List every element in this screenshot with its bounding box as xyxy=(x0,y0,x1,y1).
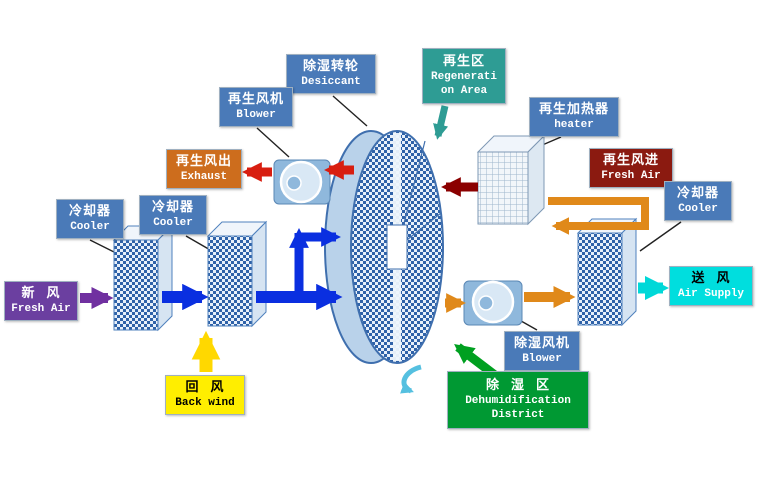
wheel-hub xyxy=(386,224,408,270)
label-regen-fresh-air-zh: 再生风进 xyxy=(602,153,659,168)
cooler-mid-unit xyxy=(206,220,268,328)
label-desiccant-wheel-en: Desiccant xyxy=(301,76,361,88)
label-back-wind: 回 风 Back wind xyxy=(165,375,245,415)
regen-blower-unit xyxy=(273,159,331,205)
cooler-mid-front xyxy=(207,235,253,327)
label-regen-heater-zh: 再生加热器 xyxy=(538,102,609,117)
label-regen-fresh-air-en: Fresh Air xyxy=(601,170,661,182)
arrow-regen-air-to-heater xyxy=(548,197,649,235)
label-cooler-left-zh: 冷却器 xyxy=(68,204,111,219)
label-regen-fresh-air: 再生风进 Fresh Air xyxy=(589,148,673,188)
wheel-rotation-arrow xyxy=(400,364,422,394)
label-regeneration-area: 再生区 Regenerati on Area xyxy=(422,48,506,104)
cooler-left-unit xyxy=(112,224,174,332)
label-cooler-right: 冷却器 Cooler xyxy=(664,181,732,221)
regen-blower-hub xyxy=(286,175,302,191)
label-cooler-right-en: Cooler xyxy=(678,203,718,215)
leader-cooler-right xyxy=(639,221,682,252)
label-air-supply: 送 风 Air Supply xyxy=(669,266,753,306)
label-regeneration-area-en1: Regenerati xyxy=(430,71,497,83)
label-regen-heater-en: heater xyxy=(554,119,594,131)
label-cooler-mid-en: Cooler xyxy=(153,217,193,229)
label-fresh-air-en: Fresh Air xyxy=(11,303,71,315)
flow-arrows xyxy=(80,105,670,383)
label-regen-blower: 再生风机 Blower xyxy=(219,87,293,127)
label-desiccant-wheel: 除湿转轮 Desiccant xyxy=(286,54,376,94)
label-fresh-air: 新 风 Fresh Air xyxy=(4,281,78,321)
arrow-regen-area-pointer xyxy=(433,105,449,140)
leader-desiccant xyxy=(332,95,368,127)
desiccant-wheel xyxy=(324,130,444,394)
cooler-left-side xyxy=(157,224,173,332)
label-desiccant-wheel-zh: 除湿转轮 xyxy=(302,59,359,74)
label-regeneration-area-zh: 再生区 xyxy=(442,54,485,69)
label-exhaust: 再生风出 Exhaust xyxy=(166,149,242,189)
label-cooler-left-en: Cooler xyxy=(70,221,110,233)
heater-front xyxy=(477,151,529,225)
label-cooler-mid-zh: 冷却器 xyxy=(151,200,194,215)
label-back-wind-zh: 回 风 xyxy=(185,380,225,395)
cooler-right-side xyxy=(621,217,637,327)
label-exhaust-zh: 再生风出 xyxy=(175,154,232,169)
label-regen-blower-en: Blower xyxy=(236,109,276,121)
label-regen-heater: 再生加热器 heater xyxy=(529,97,619,137)
label-regeneration-area-en2: on Area xyxy=(440,85,488,97)
label-dehumid-district: 除 湿 区 Dehumidification District xyxy=(447,371,589,429)
cooler-mid-side xyxy=(251,220,267,328)
dehumid-blower-hub xyxy=(478,295,494,311)
leader-cooler-left xyxy=(89,239,119,255)
dehumid-blower-unit xyxy=(463,280,523,326)
label-air-supply-zh: 送 风 xyxy=(691,271,731,286)
label-regen-blower-zh: 再生风机 xyxy=(227,92,284,107)
heater-side xyxy=(527,134,545,226)
cooler-right-unit xyxy=(576,217,638,327)
label-dehumid-district-zh: 除 湿 区 xyxy=(485,378,551,393)
label-air-supply-en: Air Supply xyxy=(677,288,744,300)
label-fresh-air-zh: 新 风 xyxy=(21,286,61,301)
label-dehumid-district-en1: Dehumidification xyxy=(465,395,571,407)
label-cooler-mid: 冷却器 Cooler xyxy=(139,195,207,235)
cooler-left-front xyxy=(113,239,159,331)
cooler-right-front xyxy=(577,232,623,326)
label-exhaust-en: Exhaust xyxy=(180,171,228,183)
label-dehumid-blower-zh: 除湿风机 xyxy=(513,336,570,351)
label-dehumid-blower-en: Blower xyxy=(522,353,562,365)
label-dehumid-blower: 除湿风机 Blower xyxy=(504,331,580,371)
regen-heater-unit xyxy=(476,134,546,226)
label-cooler-left: 冷却器 Cooler xyxy=(56,199,124,239)
label-dehumid-district-en2: District xyxy=(491,409,545,421)
label-back-wind-en: Back wind xyxy=(175,397,235,409)
leader-regen-blower xyxy=(256,127,290,158)
label-cooler-right-zh: 冷却器 xyxy=(676,186,719,201)
